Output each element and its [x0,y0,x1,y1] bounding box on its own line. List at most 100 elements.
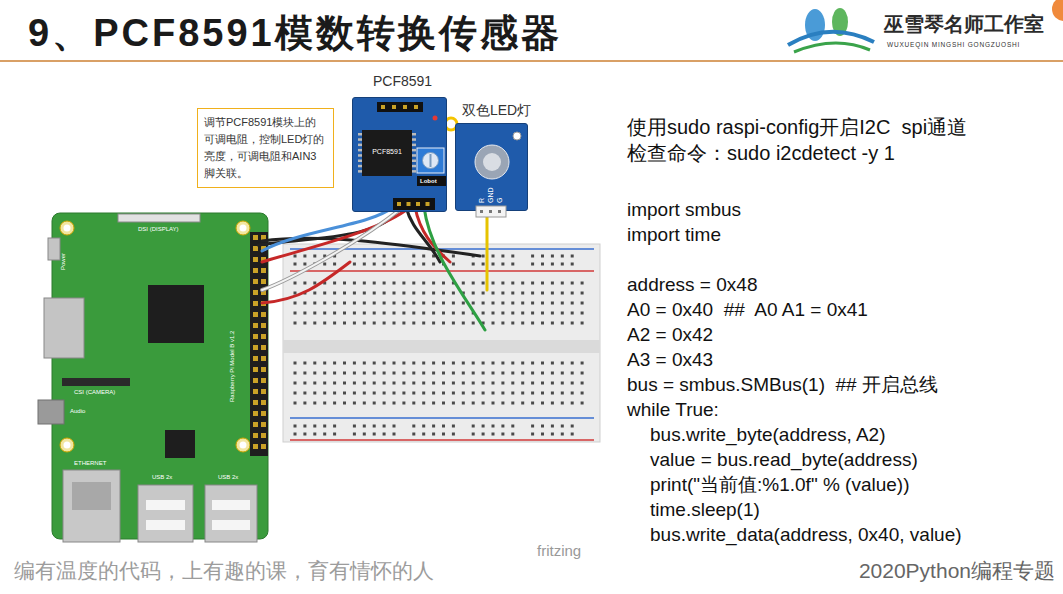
breadboard-hole [541,255,544,258]
breadboard-hole [511,292,514,295]
watermark: fritzing [537,542,581,559]
breadboard-hole [422,425,425,428]
breadboard-hole [531,255,534,258]
breadboard-hole [571,292,574,295]
gpio-pin [261,345,266,350]
breadboard-hole [353,255,356,258]
breadboard-hole [383,292,386,295]
breadboard-hole [432,402,435,405]
usb-port [205,485,257,542]
breadboard-hole [581,382,584,385]
adc-module: PCF8591PCF8591Lobot [352,97,447,212]
breadboard-hole [501,322,504,325]
breadboard-hole [462,382,465,385]
breadboard-hole [541,302,544,305]
breadboard-hole [442,302,445,305]
breadboard-hole [402,402,405,405]
breadboard-hole [472,382,475,385]
breadboard-hole [571,425,574,428]
breadboard-hole [343,372,346,375]
header-rule [0,60,1063,62]
gpio-pin [261,367,266,372]
breadboard-hole [313,425,316,428]
breadboard-hole [353,292,356,295]
breadboard-hole [333,263,336,266]
breadboard-hole [402,282,405,285]
breadboard-hole [581,372,584,375]
breadboard-hole [462,312,465,315]
breadboard-hole [412,292,415,295]
breadboard-hole [492,402,495,405]
breadboard-hole [432,382,435,385]
breadboard-hole [521,382,524,385]
breadboard-hole [343,322,346,325]
breadboard-hole [541,372,544,375]
gpio-pin [253,268,258,273]
breadboard-hole [373,372,376,375]
breadboard-hole [571,372,574,375]
code-line: print("当前值:%1.0f" % (value)) [650,474,910,496]
chip-leg [358,160,362,163]
breadboard-hole [373,312,376,315]
breadboard-hole [294,263,297,266]
breadboard-hole [551,433,554,436]
breadboard-hole [511,425,514,428]
breadboard-hole [462,402,465,405]
breadboard-hole [452,372,455,375]
breadboard-hole [303,322,306,325]
breadboard-hole [492,392,495,395]
breadboard-hole [402,292,405,295]
breadboard-hole [422,282,425,285]
callout-text: 调节PCF8591模块上的可调电阻，控制LED灯的亮度，可调电阻和AIN3脚关联… [204,114,327,182]
breadboard-hole [452,312,455,315]
status-led [433,116,438,121]
silkscreen-label: USB 2x [152,474,172,481]
chip-leg [412,149,416,152]
breadboard-hole [501,255,504,258]
breadboard-hole [492,382,495,385]
instruction-line: 使用sudo raspi-config开启I2C spi通道 [627,116,967,139]
breadboard-hole [472,402,475,405]
chip-leg [412,138,416,141]
breadboard-hole [492,255,495,258]
breadboard-hole [393,312,396,315]
breadboard-hole [521,282,524,285]
breadboard-hole [541,263,544,266]
breadboard-hole [571,402,574,405]
breadboard-hole [333,322,336,325]
breadboard-hole [452,292,455,295]
breadboard-hole [452,362,455,365]
breadboard-hole [303,312,306,315]
breadboard-hole [432,392,435,395]
breadboard-hole [442,372,445,375]
breadboard-hole [303,372,306,375]
breadboard-hole [333,282,336,285]
breadboard-hole [333,362,336,365]
breadboard-hole [412,382,415,385]
breadboard-hole [383,425,386,428]
breadboard-hole [323,362,326,365]
breadboard-hole [363,292,366,295]
breadboard-hole [323,392,326,395]
breadboard-hole [571,362,574,365]
breadboard-hole [482,282,485,285]
wire [262,207,403,290]
pin-header [377,102,423,112]
breadboard-hole [294,382,297,385]
breadboard-hole [462,322,465,325]
breadboard-hole [363,372,366,375]
breadboard-hole [303,425,306,428]
code-line: bus.write_data(address, 0x40, value) [650,524,962,546]
breadboard-hole [511,322,514,325]
breadboard-hole [442,322,445,325]
breadboard-hole [561,392,564,395]
breadboard-hole [333,292,336,295]
breadboard-hole [353,433,356,436]
breadboard-hole [294,402,297,405]
potentiometer [417,148,444,173]
breadboard-hole [521,372,524,375]
chip-leg [358,144,362,147]
breadboard-hole [294,292,297,295]
breadboard-hole [462,282,465,285]
